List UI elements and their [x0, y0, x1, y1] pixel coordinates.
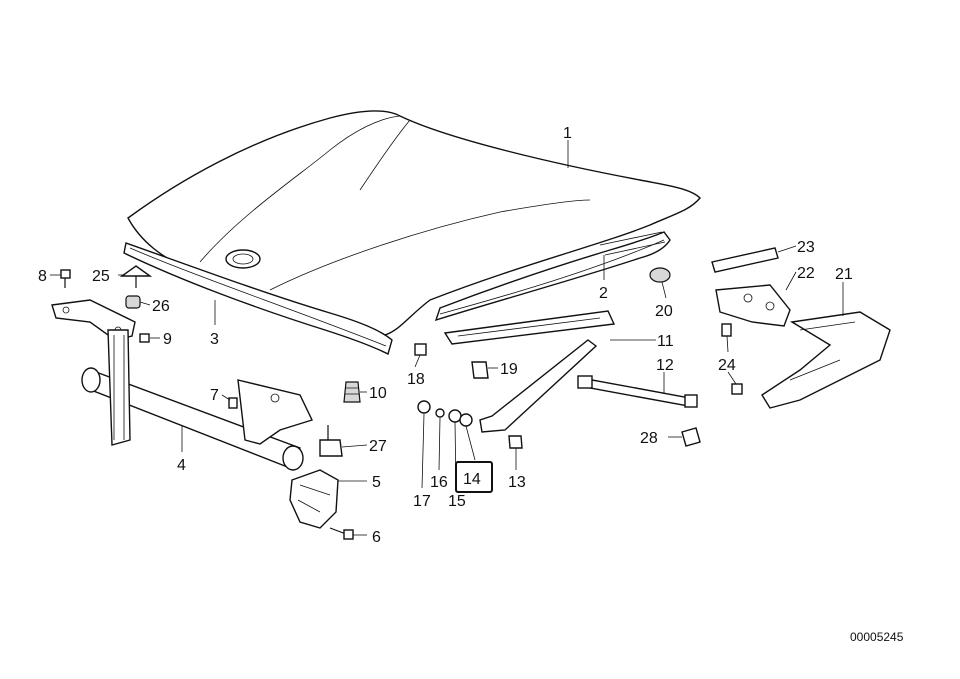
callout-21: 21: [835, 266, 853, 283]
hood-panel: [127, 110, 701, 336]
callout-16: 16: [430, 474, 448, 491]
bolt-18: [414, 343, 427, 356]
callout-14: 14: [463, 471, 481, 488]
front-seal-strip: [123, 242, 393, 356]
support-rod-11: [443, 310, 616, 433]
bolt-6: [329, 527, 354, 540]
callout-27: 27: [369, 438, 387, 455]
callout-5: 5: [372, 474, 381, 491]
callout-7: 7: [210, 387, 219, 404]
callout-23: 23: [797, 239, 815, 256]
latch-5: [289, 469, 339, 529]
bolt-24: [721, 323, 743, 395]
hinge-arm-21: [761, 311, 891, 409]
callout-18: 18: [407, 371, 425, 388]
callout-6: 6: [372, 529, 381, 546]
grommet-20: [649, 267, 671, 283]
clip-13: [508, 435, 523, 449]
callout-11: 11: [657, 333, 674, 350]
callout-13: 13: [508, 474, 526, 491]
bumper-25: [119, 265, 153, 288]
callout-8: 8: [38, 268, 47, 285]
callout-22: 22: [797, 265, 815, 282]
washer-16: [435, 408, 445, 418]
callout-3: 3: [210, 331, 219, 348]
bushing-14: [459, 413, 473, 427]
hinge-22: [715, 284, 791, 327]
rear-seal-strip: [434, 231, 671, 322]
nut-15: [448, 409, 462, 423]
leader-lines: [50, 140, 844, 536]
nut-28: [681, 427, 701, 447]
callout-1: 1: [563, 125, 572, 142]
callout-4: 4: [177, 457, 186, 474]
nut-9: [139, 333, 150, 343]
callout-9: 9: [163, 331, 172, 348]
bumper-10: [343, 381, 361, 403]
washer-17: [417, 400, 431, 414]
callout-12: 12: [656, 357, 674, 374]
callout-25: 25: [92, 268, 110, 285]
callout-10: 10: [369, 385, 387, 402]
gas-strut-12: [577, 375, 698, 408]
drawing-code: 00005245: [850, 630, 904, 644]
lock-tube-4: [81, 329, 313, 471]
callout-28: 28: [640, 430, 658, 447]
callout-24: 24: [718, 357, 736, 374]
callout-20: 20: [655, 303, 673, 320]
callout-2: 2: [599, 285, 608, 302]
shim-23: [711, 247, 779, 273]
callout-26: 26: [152, 298, 170, 315]
bolt-8: [60, 269, 71, 288]
buffer-26: [125, 295, 141, 309]
screw-7: [228, 397, 238, 409]
callout-17: 17: [413, 493, 431, 510]
callout-15: 15: [448, 493, 466, 510]
clip-19: [471, 361, 489, 379]
callout-labels: 1 2 3 4 5 6 7 8 9 10 11 12 13 14 15 16 1…: [38, 125, 853, 546]
callout-19: 19: [500, 361, 518, 378]
highlight-box: [455, 461, 493, 493]
stud-27: [319, 425, 343, 457]
